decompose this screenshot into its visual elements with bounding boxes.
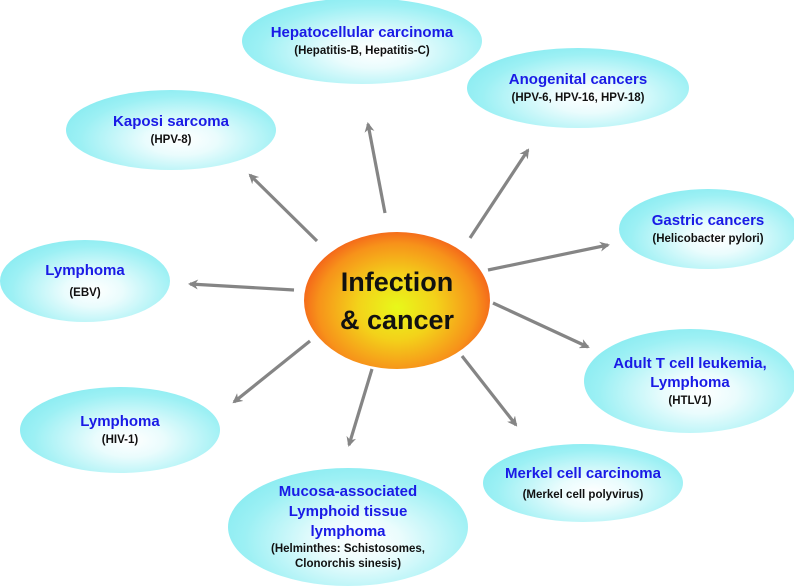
arrow-to-adult-t-cell xyxy=(492,301,590,349)
center-title-line2: & cancer xyxy=(339,304,455,335)
arrow-to-kaposi xyxy=(248,173,319,243)
node-title: Lymphoma xyxy=(80,413,160,430)
node-title: Anogenital cancers xyxy=(508,71,648,88)
node-title: Hepatocellular carcinoma xyxy=(270,24,454,41)
node-lymphoma-hiv: Lymphoma (HIV-1) xyxy=(20,387,220,473)
node-subtitle-line2: Clonorchis sinesis) xyxy=(294,558,402,570)
node-subtitle: (Merkel cell polyvirus) xyxy=(522,488,644,501)
node-title: Lymphoma xyxy=(45,262,125,279)
arrow-to-lymphoma-hiv xyxy=(232,339,312,404)
node-anogenital-cancers: Anogenital cancers (HPV-6, HPV-16, HPV-1… xyxy=(467,48,689,128)
node-merkel-cell-carcinoma: Merkel cell carcinoma (Merkel cell polyv… xyxy=(483,444,683,522)
node-title: Kaposi sarcoma xyxy=(113,113,229,130)
node-title-line1: Mucosa-associated xyxy=(278,483,418,500)
node-subtitle: (HTLV1) xyxy=(668,394,712,407)
node-title-line2: Lymphoid tissue xyxy=(288,503,408,520)
arrow-to-lymphoma-ebv xyxy=(188,279,295,292)
node-malt-lymphoma: Mucosa-associated Lymphoid tissue lympho… xyxy=(228,468,468,586)
arrow-to-gastric xyxy=(487,241,610,272)
node-hepatocellular-carcinoma: Hepatocellular carcinoma (Hepatitis-B, H… xyxy=(242,0,482,84)
arrow-to-anogenital xyxy=(468,148,530,239)
arrow-to-malt xyxy=(346,368,374,447)
arrow-to-hepatocellular xyxy=(364,122,387,214)
center-title-line1: Infection xyxy=(340,266,454,297)
node-subtitle: (HPV-8) xyxy=(150,134,192,146)
node-gastric-cancers: Gastric cancers (Helicobacter pylori) xyxy=(619,189,794,269)
node-subtitle: (Helicobacter pylori) xyxy=(652,233,764,245)
node-subtitle: (Hepatitis-B, Hepatitis-C) xyxy=(294,45,430,57)
center-node-infection-cancer: Infection & cancer xyxy=(304,232,490,369)
node-title-line2: Lymphoma xyxy=(650,373,730,391)
arrow-to-merkel xyxy=(460,355,518,427)
node-title: Gastric cancers xyxy=(651,212,765,229)
node-subtitle-line1: (Helminthes: Schistosomes, xyxy=(270,543,425,555)
node-lymphoma-ebv: Lymphoma (EBV) xyxy=(0,240,170,322)
node-kaposi-sarcoma: Kaposi sarcoma (HPV-8) xyxy=(66,90,276,170)
node-adult-t-cell-leukemia: Adult T cell leukemia, Lymphoma (HTLV1) xyxy=(584,329,794,433)
node-title: Merkel cell carcinoma xyxy=(505,464,661,482)
node-subtitle: (EBV) xyxy=(69,287,101,299)
node-title-line1: Adult T cell leukemia, xyxy=(613,354,767,372)
node-title-line3: lymphoma xyxy=(310,523,386,540)
node-subtitle: (HIV-1) xyxy=(101,434,139,446)
node-subtitle: (HPV-6, HPV-16, HPV-18) xyxy=(511,92,645,104)
